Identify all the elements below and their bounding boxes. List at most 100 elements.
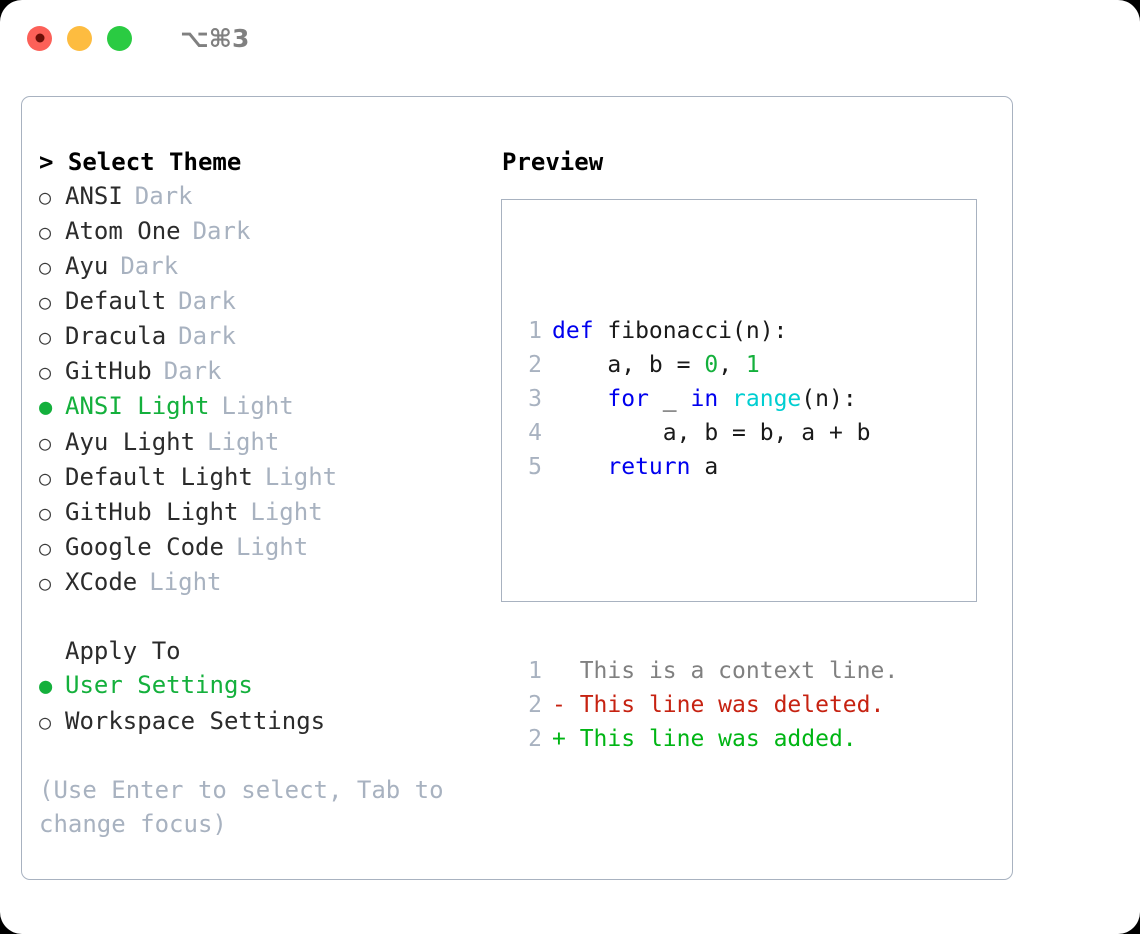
title-bar: ⌥⌘3 (0, 0, 1140, 76)
diff-marker (552, 654, 580, 688)
theme-name: XCode (65, 568, 138, 596)
code-line: 1 def fibonacci(n): (516, 314, 898, 348)
apply-to-option[interactable]: ○ Workspace Settings (39, 704, 499, 739)
theme-option[interactable]: ○ XCode Light (39, 565, 499, 600)
keyboard-shortcut-label: ⌥⌘3 (180, 23, 250, 53)
theme-variant-tag: Dark (163, 357, 222, 385)
line-number: 3 (528, 386, 542, 412)
theme-name: Atom One (65, 217, 181, 245)
code-token: 1 (745, 352, 760, 378)
diff-line: 1 This is a context line. (516, 654, 898, 688)
maximize-button[interactable] (107, 25, 132, 51)
radio-unselected-icon: ○ (39, 185, 52, 209)
theme-option[interactable]: ● ANSI Light Light (39, 389, 499, 425)
theme-name: Default (65, 287, 167, 315)
code-token: a (690, 454, 719, 480)
code-token: for (607, 386, 649, 412)
radio-selected-icon: ● (39, 674, 53, 699)
theme-name: Google Code (65, 533, 224, 561)
apply-to-name: User Settings (65, 671, 253, 699)
radio-unselected-icon: ○ (39, 571, 52, 595)
radio-unselected-icon: ○ (39, 501, 52, 525)
radio-unselected-icon: ○ (39, 220, 52, 244)
code-token: return (607, 454, 691, 480)
code-token: _ (648, 386, 691, 412)
theme-option[interactable]: ○ Atom One Dark (39, 214, 499, 249)
code-token (718, 382, 732, 416)
line-number: 1 (528, 318, 542, 344)
radio-unselected-icon: ○ (39, 360, 52, 384)
theme-variant-tag: Light (250, 498, 323, 526)
code-diff-separator (516, 552, 898, 586)
theme-variant-tag: Dark (192, 217, 251, 245)
radio-unselected-icon: ○ (39, 431, 52, 455)
diff-sample: 1 This is a context line.2- This line wa… (516, 654, 898, 756)
diff-text: This line was deleted. (579, 692, 885, 718)
keyboard-hint-text: (Use Enter to select, Tab to change focu… (39, 776, 444, 838)
theme-option[interactable]: ○ GitHub Light Light (39, 495, 499, 530)
theme-variant-tag: Dark (178, 287, 236, 315)
code-line: 5 return a (516, 450, 898, 484)
code-line: 3 for _ in range(n): (516, 382, 898, 416)
line-number: 5 (528, 454, 542, 480)
close-button[interactable] (27, 25, 52, 51)
code-token: in (690, 386, 719, 412)
theme-variant-tag: Light (149, 568, 222, 596)
code-line: 2 a, b = 0, 1 (516, 348, 898, 382)
minimize-button[interactable] (67, 25, 92, 51)
theme-variant-tag: Light (207, 428, 280, 456)
radio-unselected-icon: ○ (39, 466, 52, 490)
theme-variant-tag: Light (264, 463, 338, 491)
theme-name: ANSI Light (65, 392, 210, 420)
code-token: (n): (801, 386, 857, 412)
theme-variant-tag: Dark (134, 182, 193, 210)
code-token: a, b = b, a + b (552, 420, 871, 446)
diff-line: 2- This line was deleted. (516, 688, 898, 722)
line-number: 4 (528, 420, 542, 446)
radio-unselected-icon: ○ (39, 325, 52, 349)
code-token: def (552, 318, 608, 344)
diff-marker: - (552, 692, 580, 718)
code-token: fibonacci(n): (607, 318, 788, 344)
code-token (552, 382, 607, 416)
theme-variant-tag: Dark (120, 252, 179, 280)
code-token: 0 (704, 352, 719, 378)
theme-name: Ayu Light (65, 428, 196, 456)
code-token (552, 450, 607, 484)
apply-to-heading: Apply To (65, 637, 181, 665)
code-line: 4 a, b = b, a + b (516, 416, 898, 450)
theme-name: GitHub Light (65, 498, 239, 526)
theme-variant-tag: Light (221, 392, 294, 420)
line-number: 2 (528, 352, 542, 378)
code-token: a, b = (552, 352, 705, 378)
radio-selected-icon: ● (39, 395, 53, 420)
preview-heading: Preview (502, 148, 604, 176)
apply-to-option[interactable]: ● User Settings (39, 668, 499, 704)
apply-to-list[interactable]: ● User Settings ○ Workspace Settings (39, 668, 499, 739)
diff-text: This line was added. (579, 726, 857, 752)
select-theme-heading: > Select Theme (39, 148, 242, 176)
apply-to-name: Workspace Settings (65, 707, 326, 735)
window-controls (27, 25, 132, 51)
diff-line: 2+ This line was added. (516, 722, 898, 756)
radio-unselected-icon: ○ (39, 536, 52, 560)
code-token: range (732, 386, 802, 412)
radio-unselected-icon: ○ (39, 710, 52, 734)
line-number: 1 (528, 658, 542, 684)
theme-option[interactable]: ○ Ayu Light Light (39, 425, 499, 460)
